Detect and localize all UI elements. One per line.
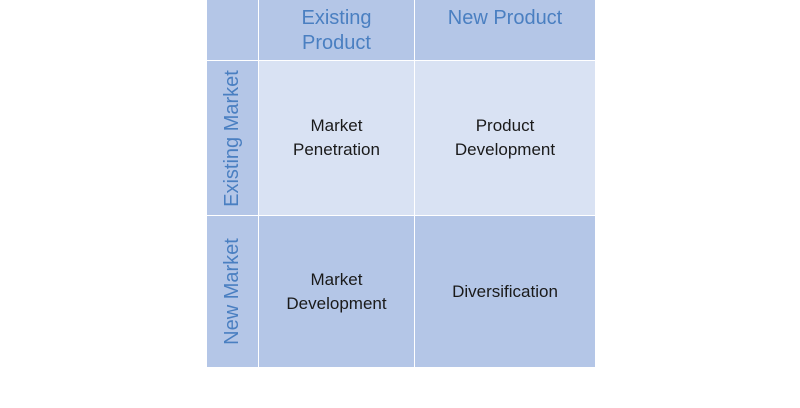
row-header-label: New Market (221, 238, 244, 345)
column-header-label: New Product (447, 7, 563, 29)
cell-diversification: Diversification (415, 216, 595, 367)
corner-cell (207, 0, 258, 60)
cell-market-development: Market Development (259, 216, 414, 367)
column-header-new-product: New Product (415, 0, 595, 60)
row-header-existing-market: Existing Market (207, 61, 258, 215)
row-header-label: Existing Market (221, 69, 243, 207)
row-header-new-market: New Market (207, 216, 258, 367)
cell-product-development: Product Development (415, 61, 595, 215)
cell-label: Product Development (454, 116, 556, 159)
cell-label: Market Development (286, 269, 387, 313)
column-header-label: Existing Product (301, 7, 372, 54)
cell-market-penetration: Market Penetration (259, 61, 414, 215)
column-header-existing-product: Existing Product (259, 0, 414, 60)
cell-label: Diversification (452, 281, 558, 301)
ansoff-matrix: Existing Product New Product Existing Ma… (207, 0, 595, 367)
cell-label: Market Penetration (293, 116, 380, 159)
